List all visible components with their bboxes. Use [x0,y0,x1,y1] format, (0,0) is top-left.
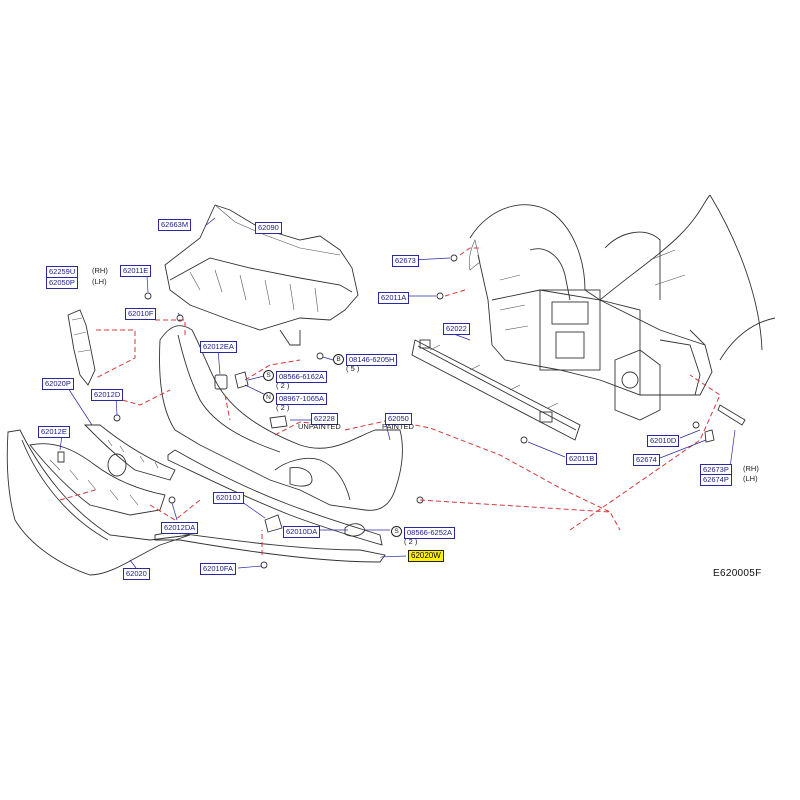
part-label-62050[interactable]: 62050 [385,413,412,425]
radiator-core-support [468,194,776,421]
qty-08146-6205H: ( 5 ) [346,364,360,373]
part-label-08566-6252A[interactable]: 08566-6252A [404,527,456,539]
grille-assembly [6,424,191,576]
part-label-62673[interactable]: 62673 [392,255,419,267]
painted-note: PAINTED [382,422,414,431]
part-label-62011B[interactable]: 62011B [566,453,598,465]
rh-note-2: (RH) [743,464,759,473]
side-bracket-left [67,309,96,386]
part-label-08146-6205H[interactable]: 08146-6205H [346,354,398,366]
part-label-08967-1065A[interactable]: 08967-1065A [276,393,328,405]
badge-b-icon: B [333,354,344,365]
part-label-62674P[interactable]: 62674P [700,474,732,486]
unpainted-note: UNPAINTED [298,422,341,431]
part-label-62020[interactable]: 62020 [123,568,150,580]
part-label-62010J[interactable]: 62010J [213,492,244,504]
lh-note-2: (LH) [743,474,758,483]
fasteners [113,254,700,569]
badge-s-icon: S [263,370,274,381]
figure-code: E620005F [713,568,762,579]
part-label-62010F[interactable]: 62010F [125,308,157,320]
part-label-62012EA[interactable]: 62012EA [200,341,237,353]
part-label-62010FA[interactable]: 62010FA [200,563,237,575]
part-label-62663M[interactable]: 62663M [158,219,192,231]
part-label-62090[interactable]: 62090 [255,222,282,234]
badge-s2-icon: S [391,526,402,537]
part-label-62022[interactable]: 62022 [443,323,470,335]
part-label-62011E[interactable]: 62011E [120,265,152,277]
part-label-62010D[interactable]: 62010D [647,435,680,447]
bumper-reinforcement [411,339,581,441]
part-label-62011A[interactable]: 62011A [378,292,410,304]
part-label-62228[interactable]: 62228 [311,413,338,425]
part-label-62012E[interactable]: 62012E [38,426,70,438]
rh-note: (RH) [92,266,108,275]
qty-08566-6162A: ( 2 ) [276,381,290,390]
badge-n-icon: N [263,392,274,403]
assembly-dashed-lines [59,247,721,555]
part-label-62020W[interactable]: 62020W [408,550,444,562]
part-label-62050P[interactable]: 62050P [46,277,78,289]
part-label-62012D[interactable]: 62012D [91,389,124,401]
part-label-62010DA[interactable]: 62010DA [283,526,321,538]
engine-undercover [164,204,359,346]
lh-note: (LH) [92,277,107,286]
bumper-lower-lip [154,449,386,563]
part-label-62020P[interactable]: 62020P [42,378,74,390]
qty-08566-6252A: ( 2 ) [404,537,418,546]
part-label-08566-6162A[interactable]: 08566-6162A [276,371,328,383]
small-parts [57,371,746,537]
part-label-62012DA[interactable]: 62012DA [161,522,199,534]
qty-08967-1065A: ( 2 ) [276,403,290,412]
part-label-62674[interactable]: 62674 [633,454,660,466]
